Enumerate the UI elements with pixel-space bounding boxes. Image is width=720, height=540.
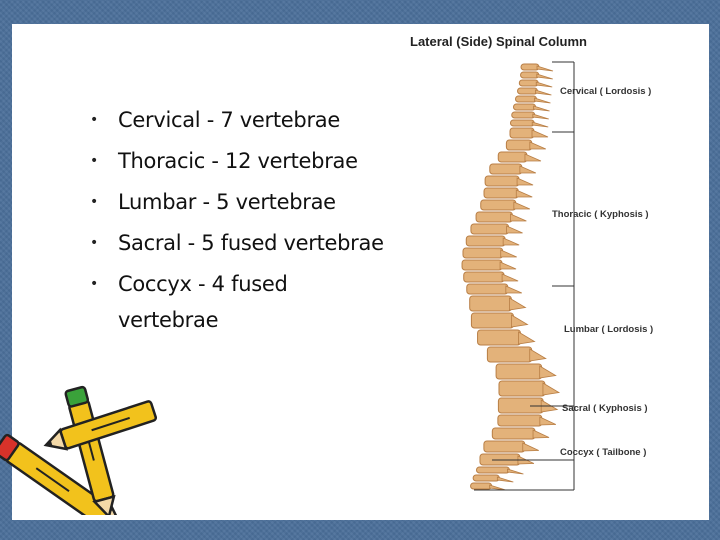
vertebra (497, 151, 528, 163)
vertebra (520, 71, 540, 79)
vertebra (484, 175, 520, 187)
spinous-process (531, 121, 549, 128)
figure-title: Lateral (Side) Spinal Column (410, 34, 587, 49)
spinous-process (542, 382, 561, 396)
spinous-process (506, 225, 523, 234)
spinous-process (536, 73, 553, 80)
spinous-process (539, 416, 557, 426)
spinous-process (533, 105, 550, 112)
spinous-process (500, 249, 517, 258)
vertebra (498, 380, 546, 397)
vertebra (520, 63, 540, 71)
vertebra (470, 223, 510, 235)
spinous-process (535, 89, 552, 96)
vertebra (475, 466, 510, 474)
vertebra (497, 414, 543, 427)
vertebra (475, 211, 513, 223)
vertebra (466, 283, 509, 295)
spinous-process (516, 177, 534, 186)
vertebra (517, 87, 538, 95)
spinous-process (513, 201, 531, 210)
spinous-process (502, 237, 520, 246)
spinous-process (532, 429, 550, 439)
spinous-process (507, 468, 524, 475)
vertebra (509, 127, 535, 139)
bullet-coccyx: • Coccyx - 4 fused vertebrae (90, 266, 368, 338)
spinous-process (505, 285, 522, 294)
spinous-process (524, 153, 542, 162)
spinous-process (509, 297, 527, 311)
spinous-process (489, 484, 506, 491)
label-cervical: Cervical ( Lordosis ) (560, 86, 652, 97)
vertebra (509, 119, 535, 127)
bullet-thoracic: • Thoracic - 12 vertebrae (90, 143, 410, 179)
label-thoracic: Thoracic ( Kyphosis ) (552, 209, 649, 220)
vertebra (512, 103, 537, 111)
spinous-process (522, 442, 539, 452)
vertebra (489, 163, 523, 175)
vertebra (472, 474, 500, 482)
bullet-marker: • (90, 276, 98, 292)
spinous-process (496, 476, 514, 483)
bullet-text: Cervical - 7 vertebrae (118, 108, 340, 132)
vertebra (518, 79, 539, 87)
spinous-process (509, 213, 527, 222)
vertebra (505, 139, 533, 151)
label-lumbar: Lumbar ( Lordosis ) (564, 324, 654, 335)
spinous-process (532, 113, 549, 120)
spinous-process (534, 97, 551, 104)
vertebra (469, 295, 512, 312)
bullet-marker: • (90, 112, 98, 128)
slide-content: • Cervical - 7 vertebrae • Thoracic - 12… (12, 24, 709, 520)
vertebra (477, 329, 521, 346)
bullet-marker: • (90, 194, 98, 210)
pencils-clipart-icon (0, 385, 158, 515)
vertebra (511, 111, 536, 119)
vertebra (463, 271, 505, 283)
spine-illustration (461, 61, 575, 491)
vertebra (483, 440, 526, 453)
bullet-sacral: • Sacral - 5 fused vertebrae (90, 225, 410, 261)
vertebra (470, 482, 493, 490)
vertebra (515, 95, 537, 103)
vertebra (480, 199, 517, 211)
vertebrae-stack (461, 63, 561, 491)
bullet-text: Lumbar - 5 vertebrae (118, 190, 336, 214)
spinous-process (531, 129, 549, 138)
vertebra (495, 363, 543, 380)
spinous-process (515, 189, 533, 198)
spinous-process (535, 81, 553, 88)
vertebra (483, 187, 519, 199)
bullet-cervical: • Cervical - 7 vertebrae (90, 102, 410, 138)
spinous-process (499, 261, 517, 270)
spinous-process (529, 348, 547, 362)
spinous-process (536, 65, 554, 72)
spinous-process (539, 365, 557, 379)
vertebra (470, 312, 514, 329)
spinous-process (519, 165, 537, 174)
label-sacral: Sacral ( Kyphosis ) (562, 403, 648, 414)
label-coccyx: Coccyx ( Tailbone ) (560, 447, 647, 458)
vertebra (486, 346, 533, 363)
vertebra (465, 235, 506, 247)
bullet-marker: • (90, 153, 98, 169)
vertebrae-list: • Cervical - 7 vertebrae • Thoracic - 12… (90, 102, 410, 343)
vertebra (461, 259, 503, 271)
bullet-lumbar: • Lumbar - 5 vertebrae (90, 184, 410, 220)
spinous-process (501, 273, 519, 282)
spinous-process (511, 314, 529, 328)
region-brackets (474, 61, 575, 491)
bullet-text: Coccyx - 4 fused vertebrae (118, 272, 288, 332)
bullet-text: Sacral - 5 fused vertebrae (118, 231, 384, 255)
bullet-text: Thoracic - 12 vertebrae (118, 149, 358, 173)
spinous-process (518, 331, 536, 345)
bullet-marker: • (90, 235, 98, 251)
spinous-process (529, 141, 546, 150)
vertebra (462, 247, 504, 259)
vertebra (491, 427, 536, 440)
